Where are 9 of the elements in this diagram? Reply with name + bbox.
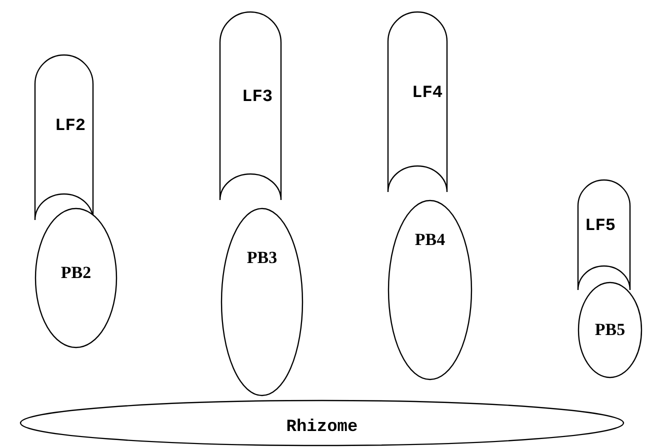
node-label: LF4 bbox=[412, 84, 443, 103]
node-label: PB2 bbox=[60, 263, 92, 283]
node-label: Rhizome bbox=[285, 418, 359, 437]
node-label: PB4 bbox=[414, 230, 446, 250]
node-label: LF3 bbox=[242, 88, 273, 107]
node-label: PB3 bbox=[246, 248, 278, 268]
node-label: PB5 bbox=[594, 320, 626, 340]
node-label: LF2 bbox=[55, 117, 86, 136]
node-label: LF5 bbox=[585, 217, 616, 236]
